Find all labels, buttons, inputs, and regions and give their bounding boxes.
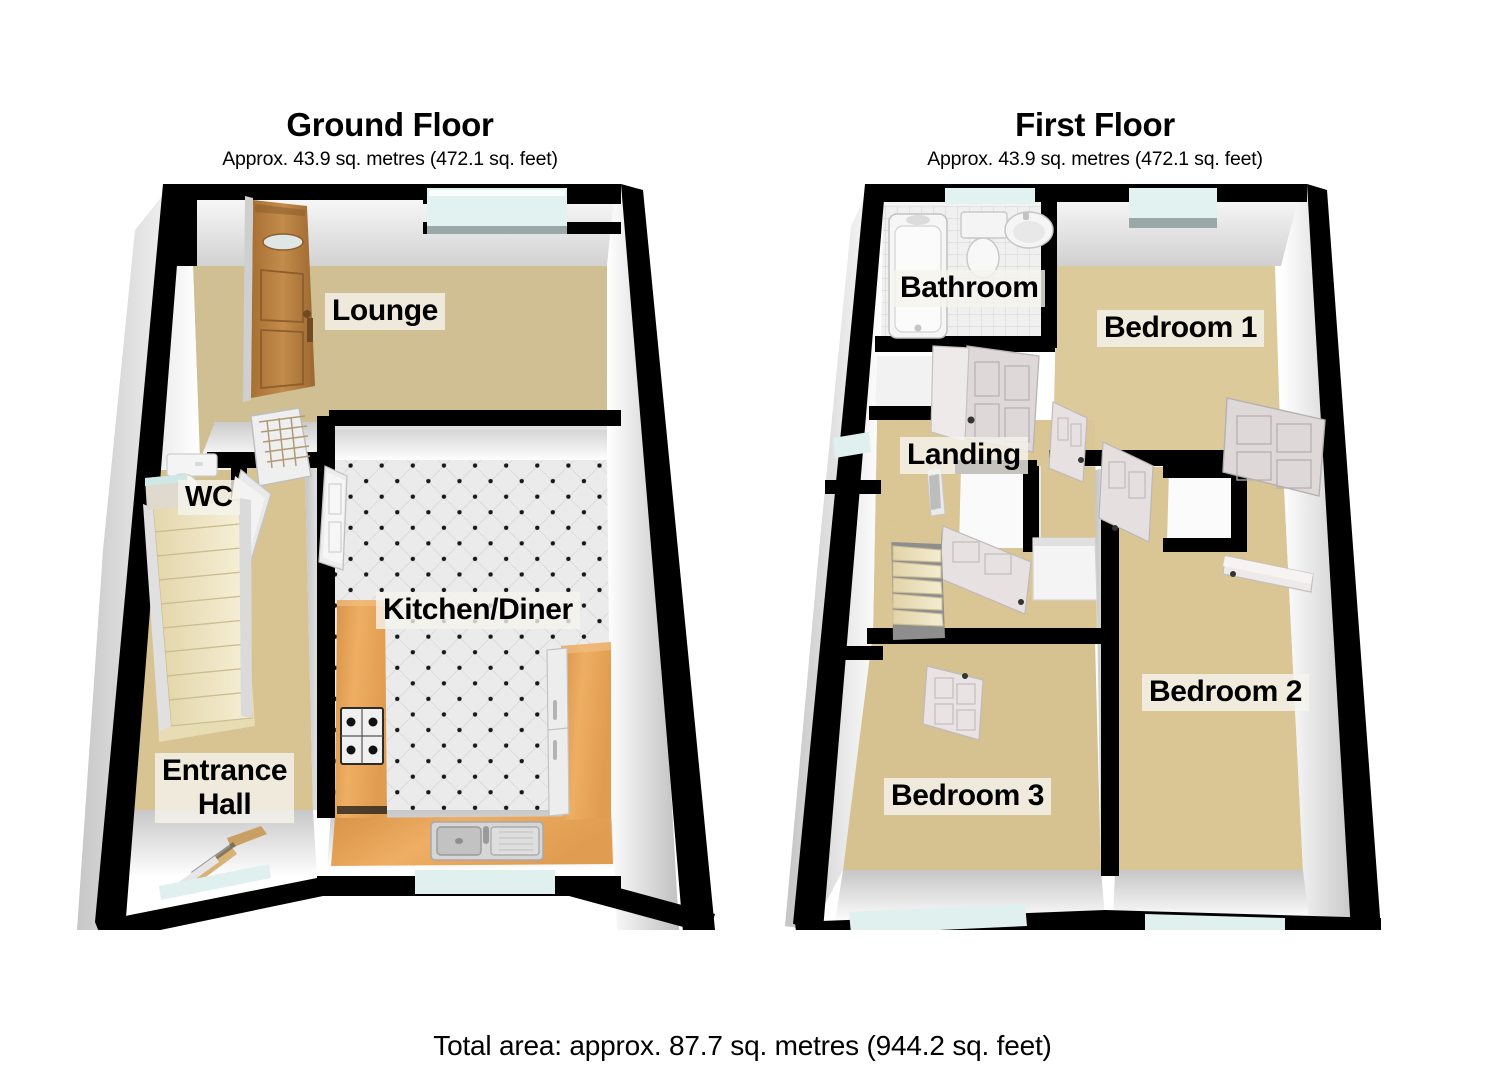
landing-window — [833, 432, 871, 458]
room-label-landing: Landing — [900, 437, 1028, 474]
landing-door-a[interactable] — [1098, 441, 1154, 543]
first-floor-plan — [785, 184, 1381, 930]
gas-hob — [340, 707, 384, 765]
front-door[interactable] — [243, 196, 315, 402]
first-floor-heading: First Floor Approx. 43.9 sq. metres (472… — [815, 106, 1375, 171]
kitchen-rear-window — [415, 870, 555, 894]
room-label-bedroom-2: Bedroom 2 — [1142, 674, 1310, 711]
ground-floor-heading: Ground Floor Approx. 43.9 sq. metres (47… — [110, 106, 670, 171]
bedroom2-door[interactable] — [1222, 397, 1326, 497]
bedroom3-floor — [843, 640, 1101, 870]
handrail — [179, 826, 267, 888]
hall-rear-window — [159, 864, 271, 900]
lounge-window — [427, 188, 567, 234]
room-label-bathroom: Bathroom — [893, 270, 1046, 307]
bedroom3-door-lower[interactable] — [922, 665, 984, 741]
ground-floor-subtitle: Approx. 43.9 sq. metres (472.1 sq. feet) — [222, 147, 558, 170]
bedroom1-door[interactable] — [1048, 401, 1088, 483]
counter-right — [561, 642, 611, 820]
room-label-entrance-hall: Entrance Hall — [155, 753, 295, 824]
total-area-text: Total area: approx. 87.7 sq. metres (944… — [433, 1030, 1052, 1061]
first-floor-subtitle: Approx. 43.9 sq. metres (472.1 sq. feet) — [927, 147, 1263, 170]
bedroom2-window — [1145, 914, 1285, 930]
fridge-unit — [546, 647, 570, 817]
bathroom-door-open-leaf[interactable] — [930, 345, 970, 443]
staircase — [143, 474, 255, 742]
radiator — [250, 407, 312, 487]
kitchen-door[interactable] — [318, 465, 348, 571]
entrance-hall-line-2: Hall — [197, 787, 252, 821]
room-label-lounge: Lounge — [325, 293, 445, 330]
room-label-bedroom-1: Bedroom 1 — [1097, 310, 1265, 347]
bathroom-window — [945, 188, 1035, 204]
kitchen-sink — [430, 821, 544, 861]
airing-cupboard — [1032, 537, 1098, 601]
ground-floor-title: Ground Floor — [286, 106, 494, 143]
first-floor-windows — [833, 188, 1285, 930]
room-label-bedroom-3: Bedroom 3 — [884, 778, 1052, 815]
entrance-hall-line-1: Entrance — [162, 754, 288, 787]
bathroom-toilet — [960, 211, 1008, 239]
landing-staircase — [891, 467, 946, 640]
room-label-kitchen-diner: Kitchen/Diner — [376, 592, 580, 629]
bedroom3-window — [849, 904, 1027, 930]
first-floor-title: First Floor — [1015, 106, 1175, 143]
bedroom2-second-door[interactable] — [1222, 555, 1314, 593]
room-label-wc: WC — [178, 480, 240, 516]
bedroom1-window — [1129, 188, 1217, 226]
